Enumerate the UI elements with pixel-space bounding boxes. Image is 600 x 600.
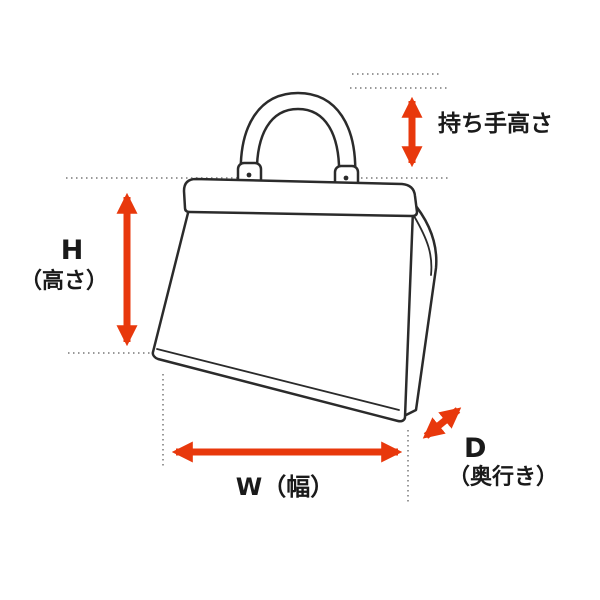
handle-rivet-right <box>343 175 349 181</box>
bag-flap <box>182 177 419 218</box>
label-height-letter: H <box>60 235 84 266</box>
label-height-text: （高さ） <box>20 269 109 294</box>
bag-gusset-fold-line <box>413 215 433 276</box>
bag-handle-inner-edge <box>255 107 341 182</box>
label-depth-letter: D <box>464 433 487 464</box>
label-handle-height: 持ち手高さ <box>438 111 553 137</box>
arrow-depth <box>422 407 462 439</box>
label-width: W（幅） <box>235 473 335 501</box>
label-depth-text: （奥行き） <box>448 465 559 490</box>
bag-body <box>151 203 415 423</box>
handle-rivet-left <box>246 172 252 178</box>
bag-bottom-seam <box>156 348 400 411</box>
